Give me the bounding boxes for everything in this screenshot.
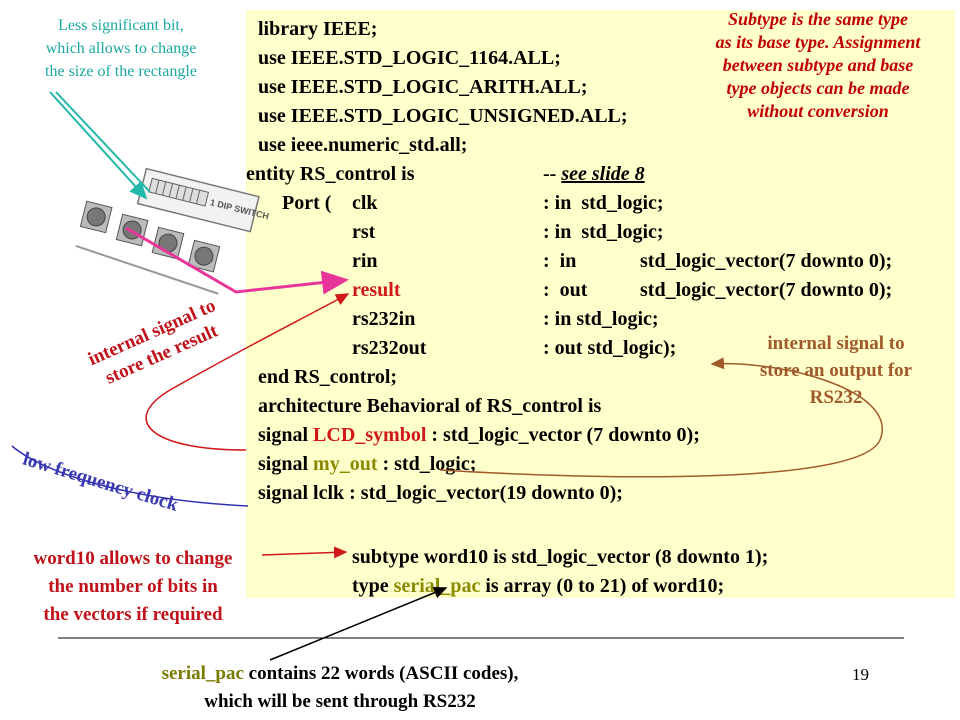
note-lsb-line: which allows to change (45, 40, 197, 57)
note-subtype-line: as its base type. Assignment (715, 32, 921, 52)
port-mode-rs232in: : in std_logic; (543, 308, 659, 330)
dip-switch-illustration: 1 DIP SWITCH (75, 167, 270, 295)
dip-switch-keys (148, 177, 210, 207)
port-mode-result: : out (543, 279, 588, 301)
note-internal-output-line: store an output for (759, 360, 913, 381)
note-word10: word10 allows to change the number of bi… (4, 545, 262, 629)
code-line-signal-lclk: signal lclk : std_logic_vector(19 downto… (258, 482, 623, 504)
note-subtype-line: without conversion (747, 101, 889, 121)
note-serial-pac: serial_pac contains 22 words (ASCII code… (100, 660, 580, 716)
port-type-rin: std_logic_vector(7 downto 0); (640, 250, 893, 272)
note-lsb-line: Less significant bit, (58, 17, 184, 34)
note-word10-line: the vectors if required (43, 604, 223, 625)
arrow-my-out (439, 357, 883, 478)
port-name-clk: clk (352, 192, 378, 214)
code-line-entity: entity RS_control is (246, 163, 415, 185)
note-word10-line: the number of bits in (48, 576, 218, 597)
arrow-result-signal (145, 293, 350, 451)
see-slide-link[interactable]: see slide 8 (561, 163, 645, 185)
type-name-serial-pac: serial_pac (393, 575, 481, 597)
type-keyword: type (352, 575, 394, 597)
note-serial-pac-rest: contains 22 words (ASCII codes), (243, 663, 519, 684)
code-line-type: type serial_pac is array (0 to 21) of wo… (352, 572, 724, 601)
arrow-low-clock (11, 445, 249, 507)
port-name-rs232out: rs232out (352, 337, 427, 359)
port-name-result: result (352, 279, 401, 301)
port-mode-rs232out: : out std_logic); (543, 337, 677, 359)
port-name-rin: rin (352, 250, 378, 272)
note-lsb-line: the size of the rectangle (45, 63, 197, 80)
port-mode-clk: : in std_logic; (543, 192, 664, 214)
port-type-result: std_logic_vector(7 downto 0); (640, 279, 893, 301)
note-internal-output: internal signal to store an output for R… (720, 330, 952, 411)
port-name-rst: rst (352, 221, 376, 243)
code-line-library: library IEEE; (258, 18, 378, 40)
note-serial-pac-name: serial_pac (161, 663, 244, 684)
arrow-lsb-1 (49, 91, 148, 200)
note-subtype: Subtype is the same type as its base typ… (680, 8, 956, 123)
port-mode-rin: : in (543, 250, 577, 272)
port-mode-rst: : in std_logic; (543, 221, 664, 243)
note-serial-pac-line: serial_pac contains 22 words (ASCII code… (100, 660, 580, 688)
note-internal-output-line: internal signal to (767, 333, 905, 354)
code-line-end-entity: end RS_control; (258, 366, 398, 388)
signal-name-my-out: my_out (313, 453, 378, 475)
code-panel (246, 10, 955, 598)
type-definition: is array (0 to 21) of word10; (480, 575, 725, 597)
note-subtype-line: Subtype is the same type (728, 9, 908, 29)
signal-name-lcd-symbol: LCD_symbol (313, 424, 427, 446)
arrow-switch-to-rin (125, 226, 349, 295)
signal-keyword: signal (258, 424, 314, 446)
signal-keyword: signal (258, 453, 314, 475)
code-line-use-1164: use IEEE.STD_LOGIC_1164.ALL; (258, 47, 561, 69)
note-lsb: Less significant bit, which allows to ch… (6, 14, 236, 83)
note-word10-line: word10 allows to change (33, 548, 233, 569)
note-internal-output-line: RS232 (809, 387, 863, 408)
note-serial-pac-line: which will be sent through RS232 (204, 691, 476, 712)
note-subtype-line: between subtype and base (722, 55, 914, 75)
arrow-word10 (261, 546, 348, 559)
code-line-use-numeric: use ieee.numeric_std.all; (258, 134, 468, 156)
note-subtype-line: type objects can be made (726, 78, 910, 98)
arrow-lsb-2 (55, 91, 151, 193)
code-line-subtype: subtype word10 is std_logic_vector (8 do… (352, 546, 769, 568)
signal-type-lcd: : std_logic_vector (7 downto 0); (426, 424, 700, 446)
comment-prefix: -- (543, 163, 562, 185)
port-name-rs232in: rs232in (352, 308, 416, 330)
port-open: Port ( (282, 192, 332, 214)
code-line-architecture: architecture Behavioral of RS_control is (258, 395, 602, 417)
page-number: 19 (852, 665, 869, 684)
signal-type-myout: : std_logic; (377, 453, 477, 475)
code-line-use-arith: use IEEE.STD_LOGIC_ARITH.ALL; (258, 76, 588, 98)
code-line-signal-lcd: signal LCD_symbol : std_logic_vector (7 … (258, 421, 700, 450)
entity-comment: -- see slide 8 (543, 160, 645, 189)
code-line-signal-myout: signal my_out : std_logic; (258, 450, 476, 479)
code-line-use-unsigned: use IEEE.STD_LOGIC_UNSIGNED.ALL; (258, 105, 628, 127)
arrow-serial-pac (269, 586, 448, 661)
